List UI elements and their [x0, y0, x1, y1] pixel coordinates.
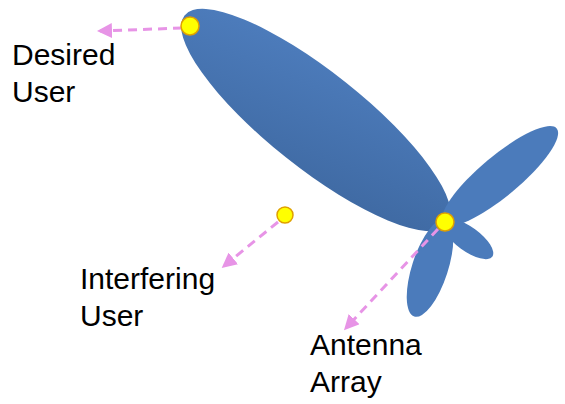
antenna-array-dot [436, 213, 454, 231]
main-lobe [155, 0, 478, 262]
desired-user-dot [181, 17, 199, 35]
side-lobe [437, 212, 500, 267]
side-lobe [430, 113, 565, 239]
radiation-lobes [155, 0, 565, 322]
direction-arrow [100, 28, 182, 31]
direction-arrow [224, 222, 278, 266]
interfering-user-dot [277, 207, 293, 223]
desired-user-label: Desired User [12, 36, 115, 110]
user-dots [181, 17, 454, 231]
interfering-user-label: Interfering User [80, 260, 215, 334]
antenna-array-label: Antenna Array [310, 326, 422, 400]
direction-arrow [346, 229, 438, 328]
